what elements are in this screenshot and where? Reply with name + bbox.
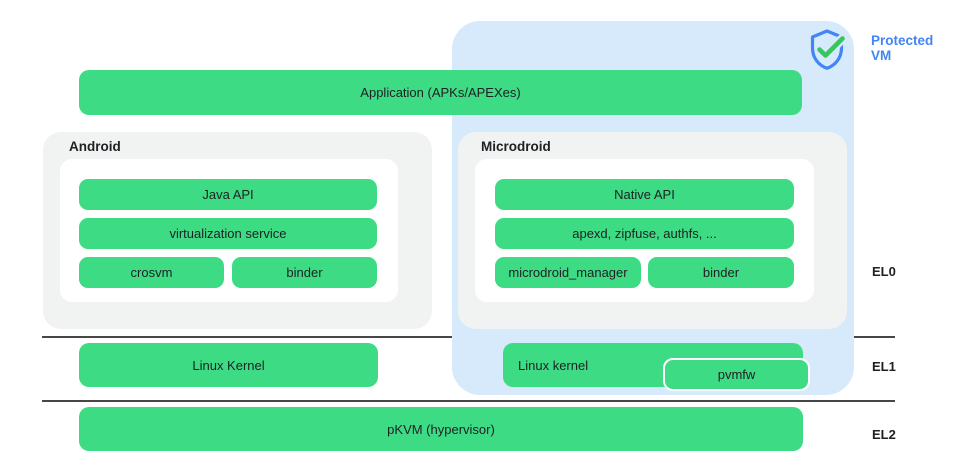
crosvm-label: crosvm — [130, 265, 173, 280]
microdroid-manager-label: microdroid_manager — [508, 265, 628, 280]
android-linux-kernel-label: Linux Kernel — [192, 357, 265, 373]
application-bar: Application (APKs/APEXes) — [79, 70, 802, 115]
native-api-label: Native API — [614, 187, 675, 202]
java-api-label: Java API — [202, 187, 254, 202]
protected-vm-label-line2: VM — [871, 48, 892, 63]
crosvm-bar: crosvm — [79, 257, 224, 288]
el1-label: EL1 — [872, 359, 896, 374]
protected-vm-label-line1: Protected — [871, 33, 934, 48]
el2-label: EL2 — [872, 427, 896, 442]
vm-linux-kernel-label: Linux kernel — [518, 357, 589, 373]
microdroid-group-box: Microdroid Native API apexd, zipfuse, au… — [458, 132, 847, 329]
pkvm-hypervisor-label: pKVM (hypervisor) — [387, 421, 495, 437]
apexd-zipfuse-authfs-label: apexd, zipfuse, authfs, ... — [572, 226, 717, 241]
android-inner-panel: Java API virtualization service crosvm b… — [60, 159, 398, 302]
el0-label: EL0 — [872, 264, 896, 279]
android-linux-kernel-bar: Linux Kernel — [79, 343, 378, 387]
pvmfw-label: pvmfw — [717, 367, 756, 382]
microdroid-inner-panel: Native API apexd, zipfuse, authfs, ... m… — [475, 159, 814, 302]
microdroid-manager-bar: microdroid_manager — [495, 257, 641, 288]
application-label: Application (APKs/APEXes) — [360, 85, 521, 100]
microdroid-binder-label: binder — [702, 265, 740, 280]
protected-vm-label: Protected VM — [871, 33, 933, 63]
native-api-bar: Native API — [495, 179, 794, 210]
pkvm-hypervisor-bar: pKVM (hypervisor) — [79, 407, 803, 451]
java-api-bar: Java API — [79, 179, 377, 210]
virtualization-service-label: virtualization service — [169, 226, 287, 241]
android-title: Android — [69, 139, 121, 154]
el1-el2-divider — [42, 400, 895, 402]
virtualization-service-bar: virtualization service — [79, 218, 377, 249]
microdroid-binder-bar: binder — [648, 257, 794, 288]
android-binder-label: binder — [286, 265, 323, 280]
apexd-zipfuse-authfs-bar: apexd, zipfuse, authfs, ... — [495, 218, 794, 249]
shield-check-icon — [808, 28, 848, 72]
microdroid-title: Microdroid — [481, 139, 551, 154]
android-group-box: Android Java API virtualization service … — [43, 132, 432, 329]
pvmfw-bar: pvmfw — [663, 358, 810, 391]
android-binder-bar: binder — [232, 257, 377, 288]
